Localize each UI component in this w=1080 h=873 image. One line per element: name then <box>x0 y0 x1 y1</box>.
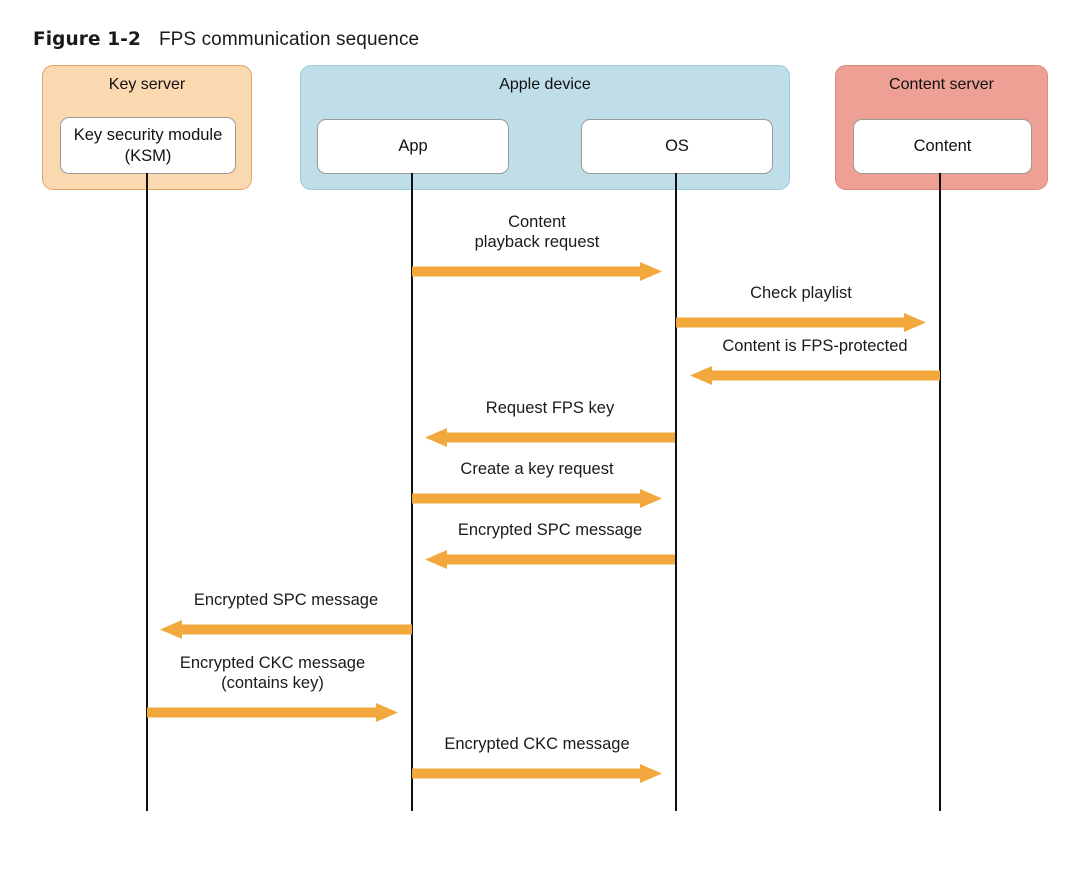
message-label-create-a-key-request: Create a key request <box>460 460 614 479</box>
figure-title: FPS communication sequence <box>158 29 420 50</box>
participant-box-apple-device: Apple device App OS <box>300 65 790 190</box>
component-box-content: Content <box>853 119 1032 174</box>
participant-title-key-server: Key server <box>108 76 186 93</box>
message-label-line2: playback request <box>474 233 600 252</box>
message-label-content-playback-request: Content playback request <box>412 212 662 253</box>
arrow-right-icon <box>412 489 662 508</box>
figure-label: Figure 1-2 <box>33 29 141 50</box>
component-box-app: App <box>317 119 509 174</box>
figure-caption: Figure 1-2 FPS communication sequence <box>33 28 419 51</box>
component-label-content: Content <box>913 137 972 156</box>
message-label-line1: Encrypted CKC message <box>179 653 366 672</box>
participant-title-content-server: Content server <box>889 76 994 93</box>
component-label-os: OS <box>665 137 689 156</box>
message-label-content-is-fps-protected: Content is FPS-protected <box>722 337 908 356</box>
arrow-right-icon <box>147 703 398 722</box>
participant-box-content-server: Content server Content <box>835 65 1048 190</box>
component-label-app: App <box>398 137 428 156</box>
arrow-left-icon <box>160 620 412 639</box>
message-label-encrypted-ckc-message-ksm-to-app: Encrypted CKC message (contains key) <box>147 653 398 694</box>
arrow-right-icon <box>412 262 662 281</box>
arrow-right-icon <box>676 313 926 332</box>
component-box-os: OS <box>581 119 773 174</box>
participant-box-key-server: Key server Key security module (KSM) <box>42 65 252 190</box>
message-label-check-playlist: Check playlist <box>750 284 852 303</box>
message-label-line2: (contains key) <box>221 674 324 693</box>
message-label-encrypted-spc-message-app-to-ksm: Encrypted SPC message <box>193 591 379 610</box>
component-box-ksm: Key security module (KSM) <box>60 117 236 174</box>
lifeline-ksm <box>146 173 149 811</box>
message-label-line1: Content <box>508 212 566 231</box>
lifeline-app <box>411 173 414 811</box>
arrow-left-icon <box>425 550 675 569</box>
ksm-label-line1: Key security module <box>73 126 223 145</box>
lifeline-content <box>939 173 942 811</box>
arrow-right-icon <box>412 764 662 783</box>
message-label-encrypted-spc-message-os-to-app: Encrypted SPC message <box>457 521 643 540</box>
ksm-label-line2: (KSM) <box>124 146 172 165</box>
lifeline-os <box>675 173 678 811</box>
component-label-ksm: Key security module (KSM) <box>74 125 223 165</box>
message-label-request-fps-key: Request FPS key <box>485 399 615 418</box>
participant-title-apple-device: Apple device <box>499 76 591 93</box>
message-label-encrypted-ckc-message-app-to-os: Encrypted CKC message <box>444 735 630 754</box>
arrow-left-icon <box>690 366 940 385</box>
arrow-left-icon <box>425 428 675 447</box>
